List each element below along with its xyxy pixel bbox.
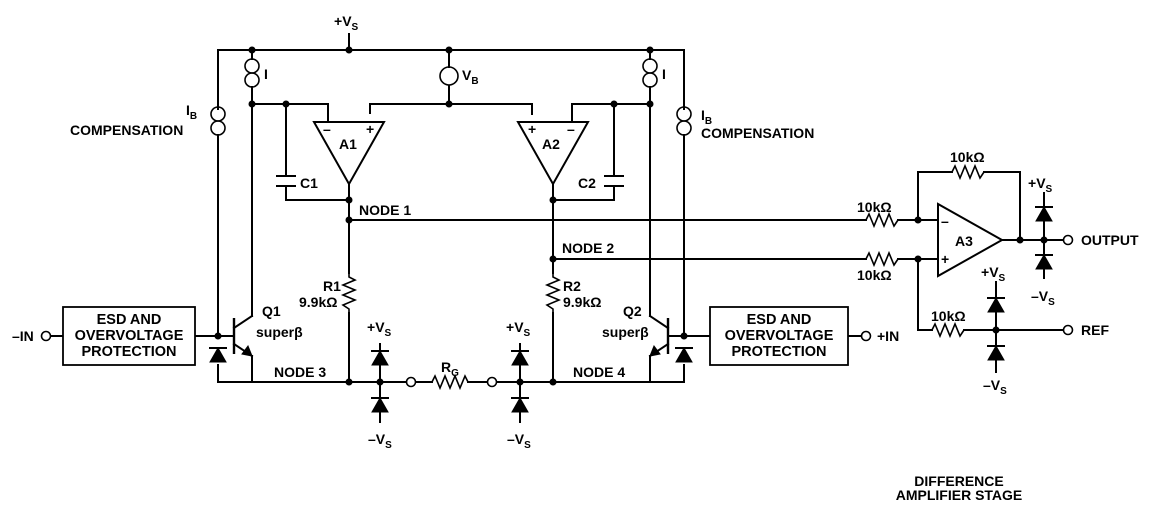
esd-right-line3: PROTECTION [731, 344, 826, 360]
label-ib-right: IB [701, 107, 712, 127]
esd-left-line1: ESD AND [97, 312, 162, 328]
resistor-10k-feedback [951, 163, 985, 181]
current-source-ib-left [210, 104, 226, 140]
terminal-minus-in[interactable] [40, 330, 52, 342]
label-node-2: NODE 2 [562, 240, 614, 256]
label-a2: A2 [542, 136, 560, 152]
resistor-r2 [544, 273, 562, 313]
current-source-i-right [642, 56, 658, 92]
transistor-q1 [232, 314, 254, 358]
label-r1-value: 9.9kΩ [299, 294, 337, 310]
label-10k-ref: 10kΩ [931, 308, 966, 324]
label-vb: VB [462, 67, 479, 87]
esd-right-line2: OVERVOLTAGE [725, 328, 834, 344]
label-compensation-right: COMPENSATION [701, 125, 814, 141]
esd-right-line1: ESD AND [747, 312, 812, 328]
diode-ref-up [986, 297, 1006, 313]
diode-q2-protect [674, 347, 694, 363]
resistor-10k-in-minus [865, 211, 899, 229]
label-plus-in: +IN [877, 328, 899, 344]
wiring [49, 33, 1065, 423]
label-a1: A1 [339, 136, 357, 152]
esd-box-left [62, 306, 196, 366]
label-vs-minus-output: –VS [1031, 288, 1055, 308]
label-ib-left: IB [186, 102, 197, 122]
a1-minus: – [323, 121, 331, 137]
current-source-ib-right [676, 104, 692, 140]
a3-minus: – [941, 213, 949, 229]
label-vs-plus-output: +VS [1028, 175, 1053, 195]
capacitor-c2 [604, 175, 624, 187]
label-output: OUTPUT [1081, 232, 1139, 248]
label-ref: REF [1081, 322, 1109, 338]
label-c1: C1 [300, 175, 318, 191]
label-q2: Q2 [623, 303, 642, 319]
label-minus-in: –IN [12, 328, 34, 344]
a3-plus: + [941, 251, 949, 267]
resistor-rg [431, 373, 469, 391]
label-vs-minus-node3: –VS [368, 431, 392, 451]
esd-box-right [709, 306, 849, 366]
label-10k-feedback: 10kΩ [950, 149, 985, 165]
esd-left-line3: PROTECTION [81, 344, 176, 360]
label-r2: R2 [563, 278, 581, 294]
label-i-left: I [264, 66, 268, 82]
diode-q1-protect [208, 347, 228, 363]
label-r2-value: 9.9kΩ [563, 294, 601, 310]
transistor-q2 [648, 314, 670, 358]
diode-ref-down [986, 345, 1006, 361]
label-stage-line1: DIFFERENCE [914, 473, 1003, 489]
label-compensation-left: COMPENSATION [70, 122, 183, 138]
label-10k-in-minus: 10kΩ [857, 199, 892, 215]
label-r1: R1 [323, 278, 341, 294]
terminal-plus-in[interactable] [860, 330, 872, 342]
label-i-right: I [662, 66, 666, 82]
diode-node4-up [510, 350, 530, 366]
label-q1-superbeta: superβ [256, 324, 303, 340]
esd-left-line2: OVERVOLTAGE [75, 328, 184, 344]
label-q2-superbeta: superβ [602, 324, 649, 340]
a2-plus: + [528, 121, 536, 137]
current-source-i-left [244, 56, 260, 92]
diode-output-down [1034, 254, 1054, 270]
terminal-rg-right[interactable] [486, 376, 498, 388]
label-rg: RG [441, 359, 459, 379]
resistor-10k-in-plus [865, 250, 899, 268]
label-node-3: NODE 3 [274, 364, 326, 380]
label-node-4: NODE 4 [573, 364, 625, 380]
label-vs-minus-node4: –VS [507, 431, 531, 451]
a1-plus: + [366, 121, 374, 137]
a2-minus: – [567, 121, 575, 137]
capacitor-c1 [276, 175, 296, 187]
resistor-10k-ref [931, 321, 965, 339]
label-vs-plus-node3: +VS [367, 319, 392, 339]
label-node-1: NODE 1 [359, 202, 411, 218]
amp-a1 [312, 121, 386, 187]
junction-dots [214, 46, 1048, 386]
amp-a3 [937, 202, 1005, 278]
label-vs-minus-ref: –VS [983, 377, 1007, 397]
label-a3: A3 [955, 233, 973, 249]
label-10k-in-plus: 10kΩ [857, 267, 892, 283]
amp-a2 [516, 121, 590, 187]
diode-node4-down [510, 397, 530, 413]
label-vs-plus-node4: +VS [506, 319, 531, 339]
voltage-source-vb [439, 66, 459, 86]
terminal-output[interactable] [1062, 234, 1074, 246]
label-stage-line2: AMPLIFIER STAGE [896, 487, 1023, 503]
diode-output-up [1034, 206, 1054, 222]
label-vs-top: +VS [334, 13, 359, 33]
terminal-rg-left[interactable] [405, 376, 417, 388]
label-q1: Q1 [262, 303, 281, 319]
terminal-ref[interactable] [1062, 324, 1074, 336]
diode-node3-down [370, 397, 390, 413]
label-vs-plus-ref: +VS [981, 264, 1006, 284]
diode-node3-up [370, 350, 390, 366]
label-c2: C2 [578, 175, 596, 191]
resistor-r1 [340, 273, 358, 313]
